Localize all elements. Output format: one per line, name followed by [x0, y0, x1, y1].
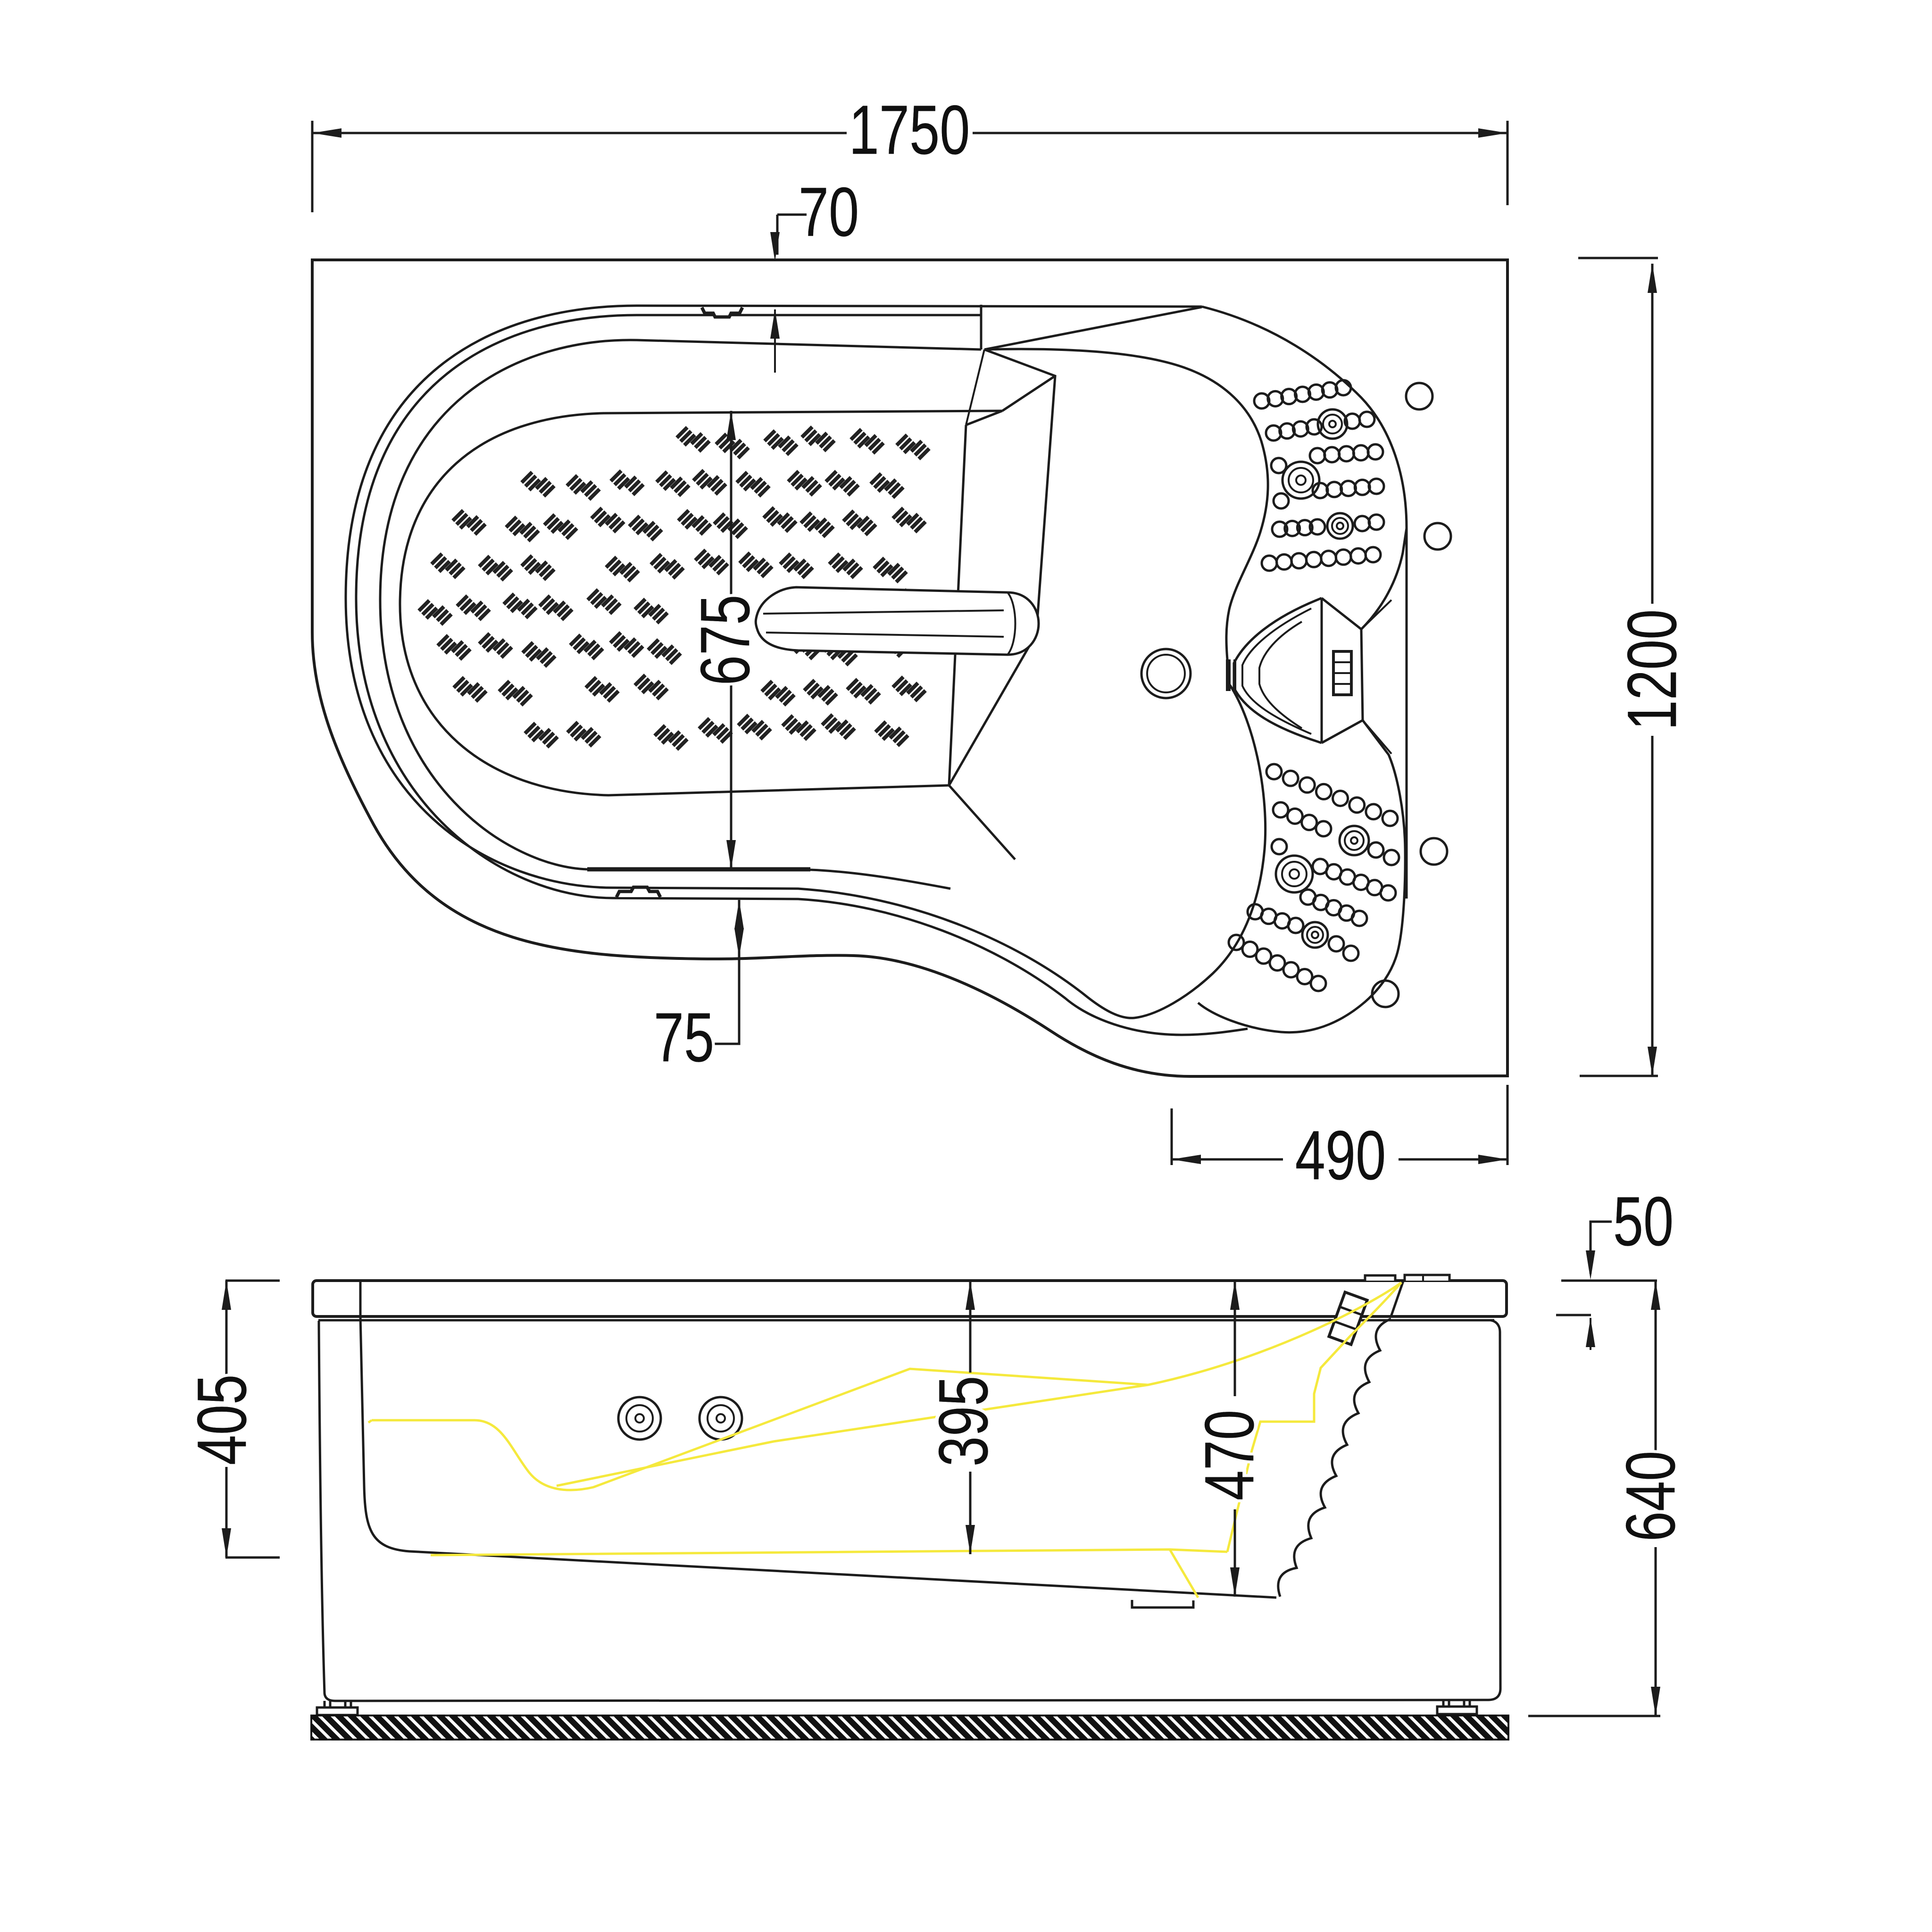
- svg-text:675: 675: [686, 595, 764, 686]
- svg-text:70: 70: [799, 173, 859, 251]
- svg-text:405: 405: [183, 1374, 261, 1466]
- svg-text:395: 395: [924, 1376, 1002, 1467]
- svg-text:395: 395: [924, 1376, 1002, 1467]
- svg-text:1750: 1750: [849, 91, 970, 169]
- svg-text:675: 675: [686, 595, 764, 686]
- svg-text:405: 405: [183, 1374, 261, 1466]
- svg-text:490: 490: [1295, 1116, 1386, 1194]
- svg-text:490: 490: [1295, 1116, 1386, 1194]
- svg-text:75: 75: [654, 999, 714, 1076]
- svg-text:1200: 1200: [1613, 609, 1691, 731]
- svg-text:470: 470: [1191, 1410, 1268, 1501]
- svg-text:50: 50: [1613, 1183, 1674, 1260]
- svg-text:640: 640: [1612, 1451, 1690, 1542]
- svg-text:50: 50: [1613, 1183, 1674, 1260]
- svg-text:470: 470: [1191, 1410, 1268, 1501]
- svg-text:70: 70: [799, 173, 859, 251]
- svg-text:1750: 1750: [849, 91, 970, 169]
- svg-text:1200: 1200: [1613, 609, 1691, 731]
- svg-text:640: 640: [1612, 1451, 1690, 1542]
- svg-text:75: 75: [654, 999, 714, 1076]
